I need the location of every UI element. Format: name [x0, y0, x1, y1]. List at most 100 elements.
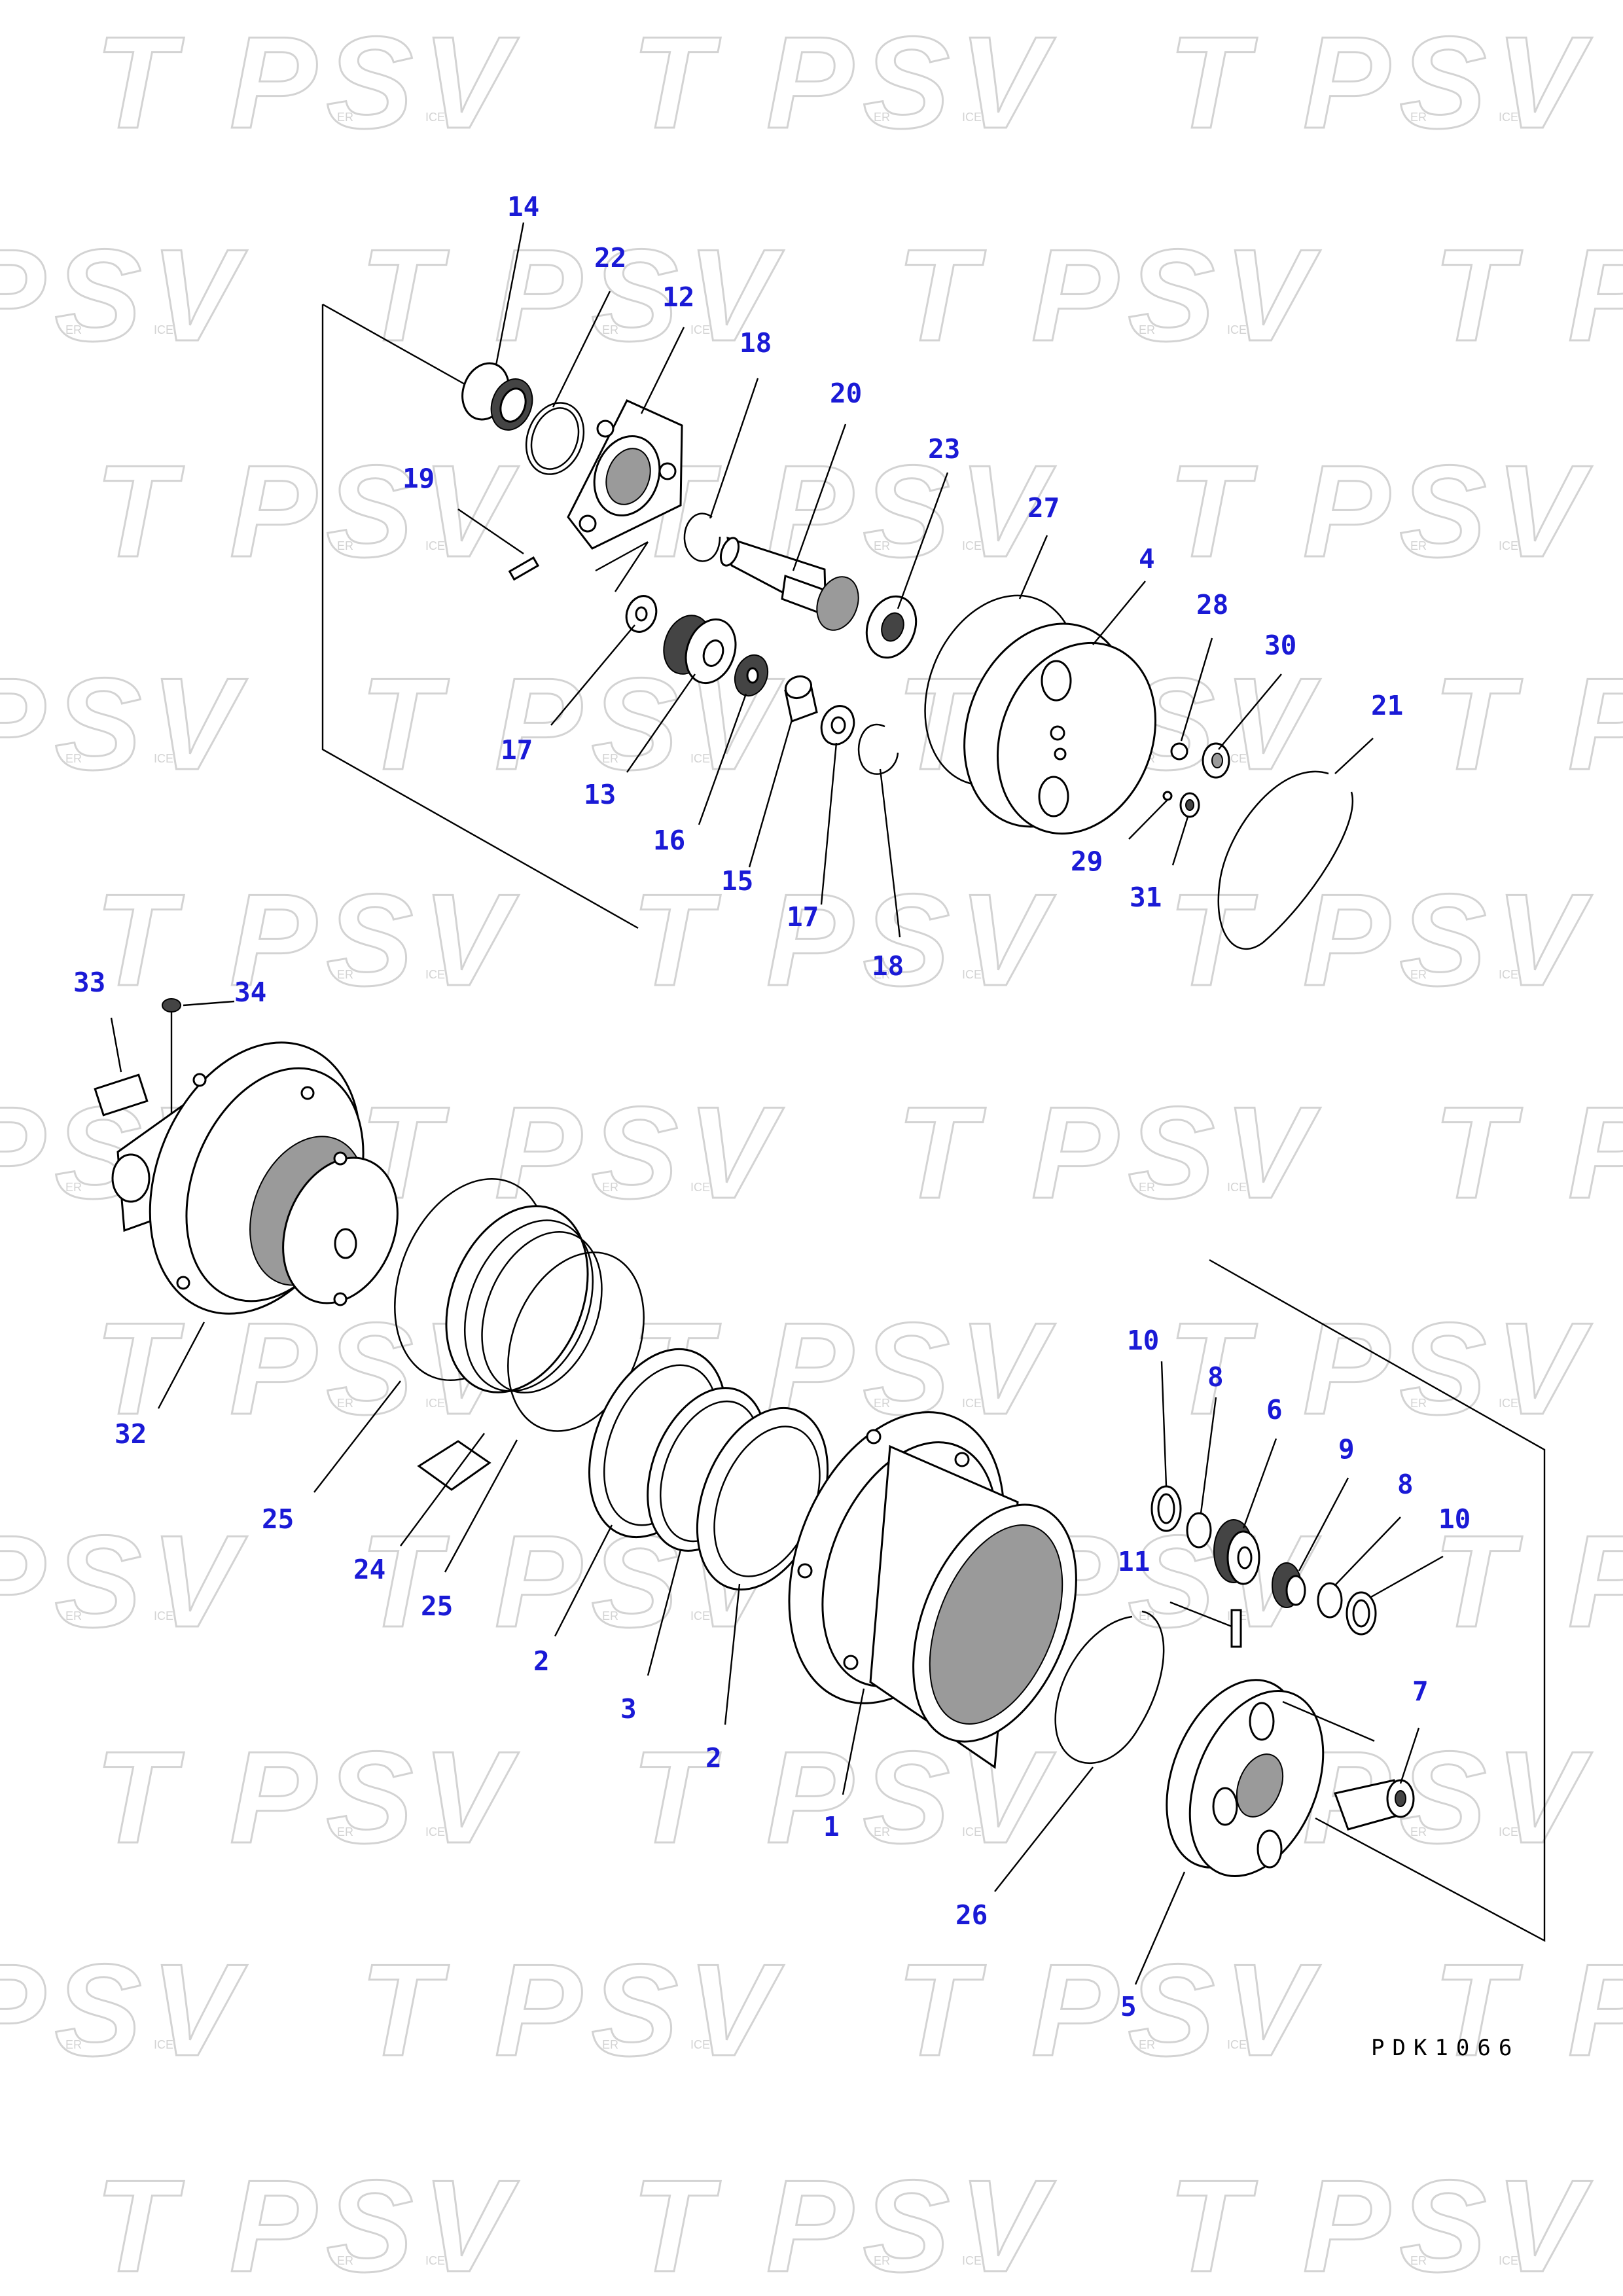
watermark-text: T PSV — [1433, 223, 1623, 368]
watermark-text: T PSV — [632, 10, 1056, 156]
watermark-text: T PSV — [360, 223, 785, 368]
callout-12: 12 — [662, 281, 694, 313]
callout-5: 5 — [1120, 1991, 1137, 2022]
watermark-text: T PSV — [1433, 1509, 1623, 1655]
watermark-text: T PSV — [95, 439, 520, 584]
callout-33: 33 — [73, 967, 105, 998]
watermark-sub-right: ICE — [1227, 752, 1247, 765]
part-25b-oring — [507, 1251, 645, 1432]
callout-25: 25 — [262, 1503, 294, 1535]
watermark-text: T PSV — [1433, 651, 1623, 797]
part-14-coupling — [461, 362, 533, 431]
callout-2b: 2 — [705, 1742, 722, 1774]
watermark-sub-right: ICE — [962, 968, 982, 981]
callout-32: 32 — [115, 1418, 147, 1450]
part-26-snapring — [1054, 1610, 1165, 1765]
callout-17: 17 — [501, 734, 533, 766]
watermark-sub-left: ER — [1410, 539, 1427, 552]
watermark-text: T PSV — [1433, 1080, 1623, 1226]
watermark-sub-right: ICE — [425, 111, 445, 124]
part-18b-snapring — [857, 724, 899, 775]
callout-10b: 10 — [1438, 1503, 1471, 1535]
watermark-sub-right: ICE — [690, 2038, 710, 2051]
watermark-sub-left: ER — [65, 1181, 82, 1194]
watermark-sub-right: ICE — [425, 968, 445, 981]
part-16-pinion — [734, 654, 769, 697]
watermark-sub-left: ER — [1410, 111, 1427, 124]
callout-19: 19 — [402, 463, 435, 494]
watermark-sub-right: ICE — [1227, 2038, 1247, 2051]
watermark-sub-right: ICE — [1499, 2254, 1518, 2267]
part-34-screw — [162, 998, 181, 1126]
callout-3: 3 — [620, 1693, 637, 1725]
part-17b-washer — [820, 705, 855, 745]
watermark-sub-left: ER — [337, 1397, 353, 1410]
callout-30: 30 — [1264, 630, 1296, 661]
part-8b-washer — [1317, 1582, 1343, 1619]
part-7-shaft — [1334, 1779, 1415, 1831]
watermark-sub-left: ER — [874, 1825, 890, 1839]
watermark-text: T PSV — [1168, 2153, 1593, 2296]
watermark-text: T PSV — [0, 223, 248, 368]
watermark-sub-left: ER — [1410, 1397, 1427, 1410]
watermark-sub-right: ICE — [425, 2254, 445, 2267]
part-8a-washer — [1186, 1512, 1212, 1549]
watermark-sub-left: ER — [874, 968, 890, 981]
callout-11: 11 — [1118, 1546, 1150, 1577]
watermark-sub-left: ER — [874, 2254, 890, 2267]
watermark-sub-right: ICE — [690, 1609, 710, 1623]
watermark-sub-right: ICE — [1499, 1397, 1518, 1410]
callout-15: 15 — [721, 865, 753, 897]
part-4-cover — [963, 622, 1157, 835]
watermark-sub-left: ER — [337, 539, 353, 552]
part-11-pin — [1230, 1609, 1242, 1648]
callout-31: 31 — [1130, 882, 1162, 913]
watermark-sub-left: ER — [874, 539, 890, 552]
watermark-sub-right: ICE — [962, 1397, 982, 1410]
callout-6: 6 — [1266, 1394, 1283, 1426]
watermark-text: T PSV — [1168, 439, 1593, 584]
watermark-sub-right: ICE — [154, 323, 173, 336]
watermark-sub-right: ICE — [1499, 111, 1518, 124]
callout-9: 9 — [1338, 1433, 1355, 1465]
part-18a-snapring — [683, 512, 721, 562]
callout-22: 22 — [594, 242, 626, 274]
part-15-bushing — [784, 675, 818, 723]
watermark-text: T PSV — [897, 1937, 1321, 2083]
watermark-sub-left: ER — [1410, 968, 1427, 981]
part-19-pin — [457, 509, 540, 581]
callout-8: 8 — [1207, 1361, 1224, 1393]
watermark-text: T PSV — [632, 2153, 1056, 2296]
callout-16: 16 — [653, 825, 685, 856]
watermark-text: T PSV — [1433, 1937, 1623, 2083]
watermark-sub-right: ICE — [962, 2254, 982, 2267]
callout-26: 26 — [955, 1899, 988, 1931]
callout-labels: 14 22 12 18 20 23 27 19 4 28 30 21 17 13… — [73, 191, 1471, 2022]
watermark-sub-left: ER — [337, 2254, 353, 2267]
lower-frame-line — [1209, 1259, 1546, 1943]
watermark-text: T PSV — [95, 1296, 520, 1442]
callout-27: 27 — [1027, 492, 1060, 524]
upper-assembly — [321, 303, 1353, 950]
watermark-sub-right: ICE — [962, 539, 982, 552]
